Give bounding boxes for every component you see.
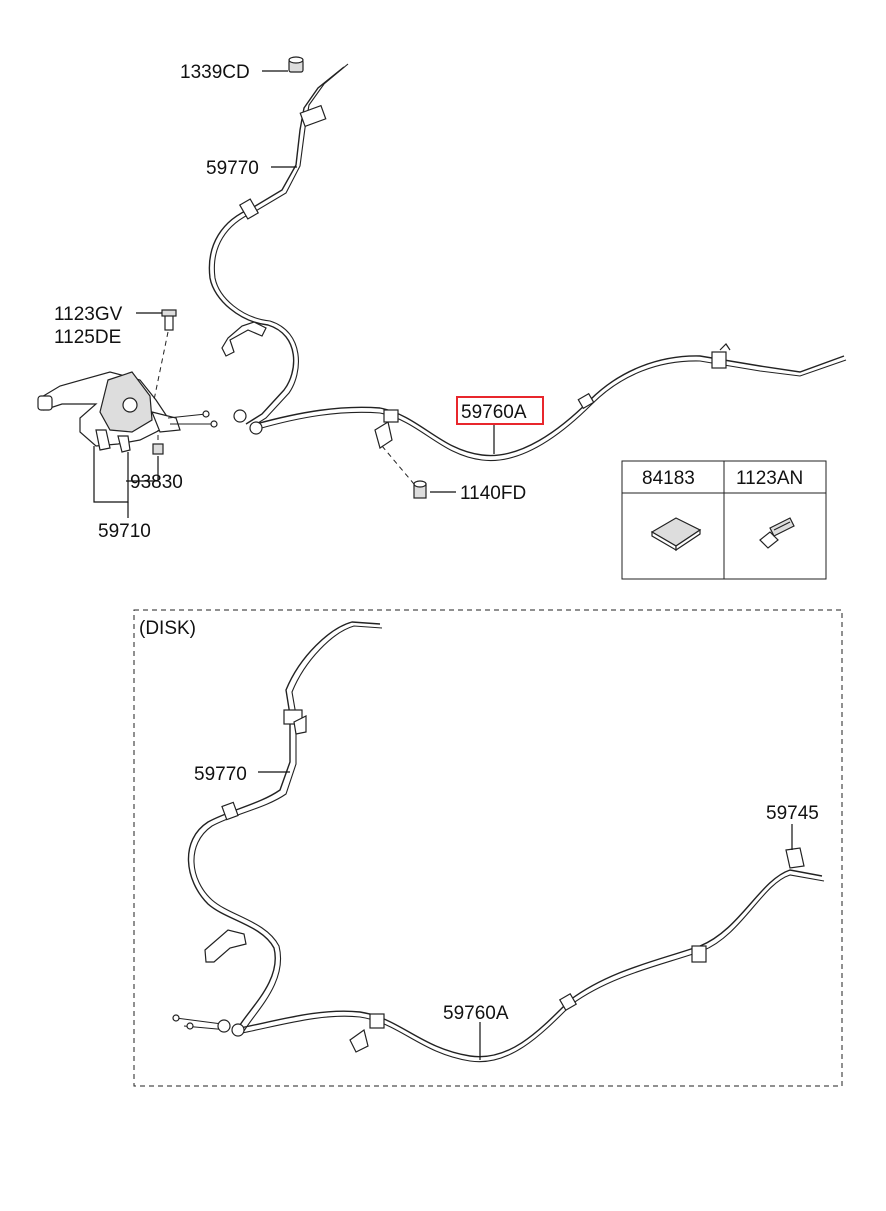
parking-brake-lever-59710	[37, 371, 263, 453]
label-59745: 59745	[766, 803, 819, 824]
nut-1339CD	[288, 56, 304, 73]
label-59710: 59710	[98, 521, 151, 542]
cable-59760A-top	[255, 343, 847, 462]
pad-84183-icon	[650, 517, 702, 552]
cable-59760A-bottom	[172, 847, 825, 1063]
nut-93830	[152, 430, 164, 455]
table-header-84183: 84183	[642, 468, 695, 489]
cable-59770-bottom	[187, 621, 383, 1032]
label-1125DE: 1125DE	[54, 327, 121, 348]
screw-1123AN-icon	[759, 517, 795, 549]
label-1140FD: 1140FD	[460, 483, 526, 504]
table-header-1123AN: 1123AN	[736, 468, 803, 489]
cable-59770-top	[208, 63, 349, 429]
label-1339CD: 1339CD	[180, 62, 250, 83]
label-59760A-top: 59760A	[461, 402, 527, 423]
label-59770-top: 59770	[206, 158, 259, 179]
label-disk: (DISK)	[139, 618, 196, 639]
disk-section-box	[133, 609, 843, 1087]
label-59770-bottom: 59770	[194, 764, 247, 785]
bolt-1123GV	[153, 309, 177, 401]
parts-table: 84183 1123AN	[621, 460, 827, 580]
label-93830: 93830	[130, 472, 183, 493]
highlight-box-59760A	[456, 396, 544, 425]
label-1123GV: 1123GV	[54, 304, 123, 325]
bolt-1140FD	[381, 445, 427, 499]
label-59760A-bottom: 59760A	[443, 1003, 509, 1024]
leader-lines-bottom	[258, 771, 793, 1060]
leader-lines-top	[93, 70, 495, 518]
